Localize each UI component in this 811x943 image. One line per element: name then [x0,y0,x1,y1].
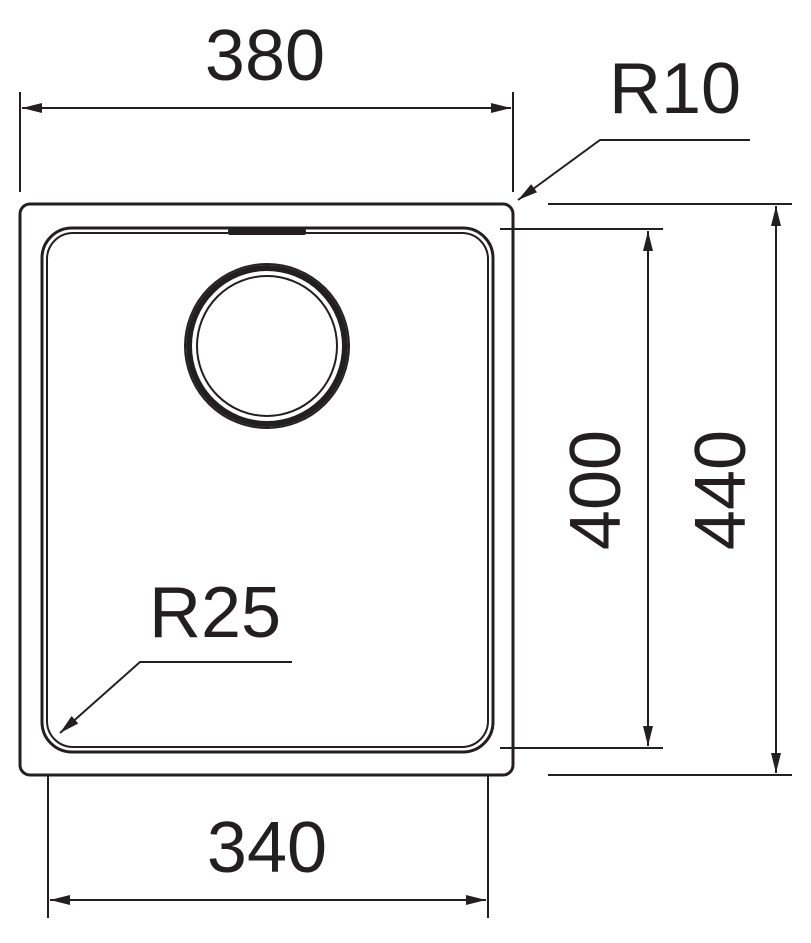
dimension-outer-depth: 440 [548,203,792,776]
bowl-outline [40,226,495,754]
overflow-slot [228,229,306,235]
dimension-label-r25: R25 [149,573,281,653]
dimension-label-440: 440 [681,430,761,550]
dimension-outer-radius: R10 [517,49,750,201]
sink-outer-outline [18,202,515,777]
bowl-inner-outline [46,232,489,748]
dimension-label-340: 340 [207,808,327,888]
dimension-label-r10: R10 [609,49,741,129]
dimension-label-400: 400 [556,430,636,550]
dimension-inner-width: 340 [47,775,489,918]
dimension-inner-radius: R25 [59,573,292,734]
dimension-outer-width: 380 [19,16,514,192]
drain-icon [184,263,350,429]
dimension-inner-depth: 400 [500,228,663,749]
dimension-label-380: 380 [205,16,325,96]
